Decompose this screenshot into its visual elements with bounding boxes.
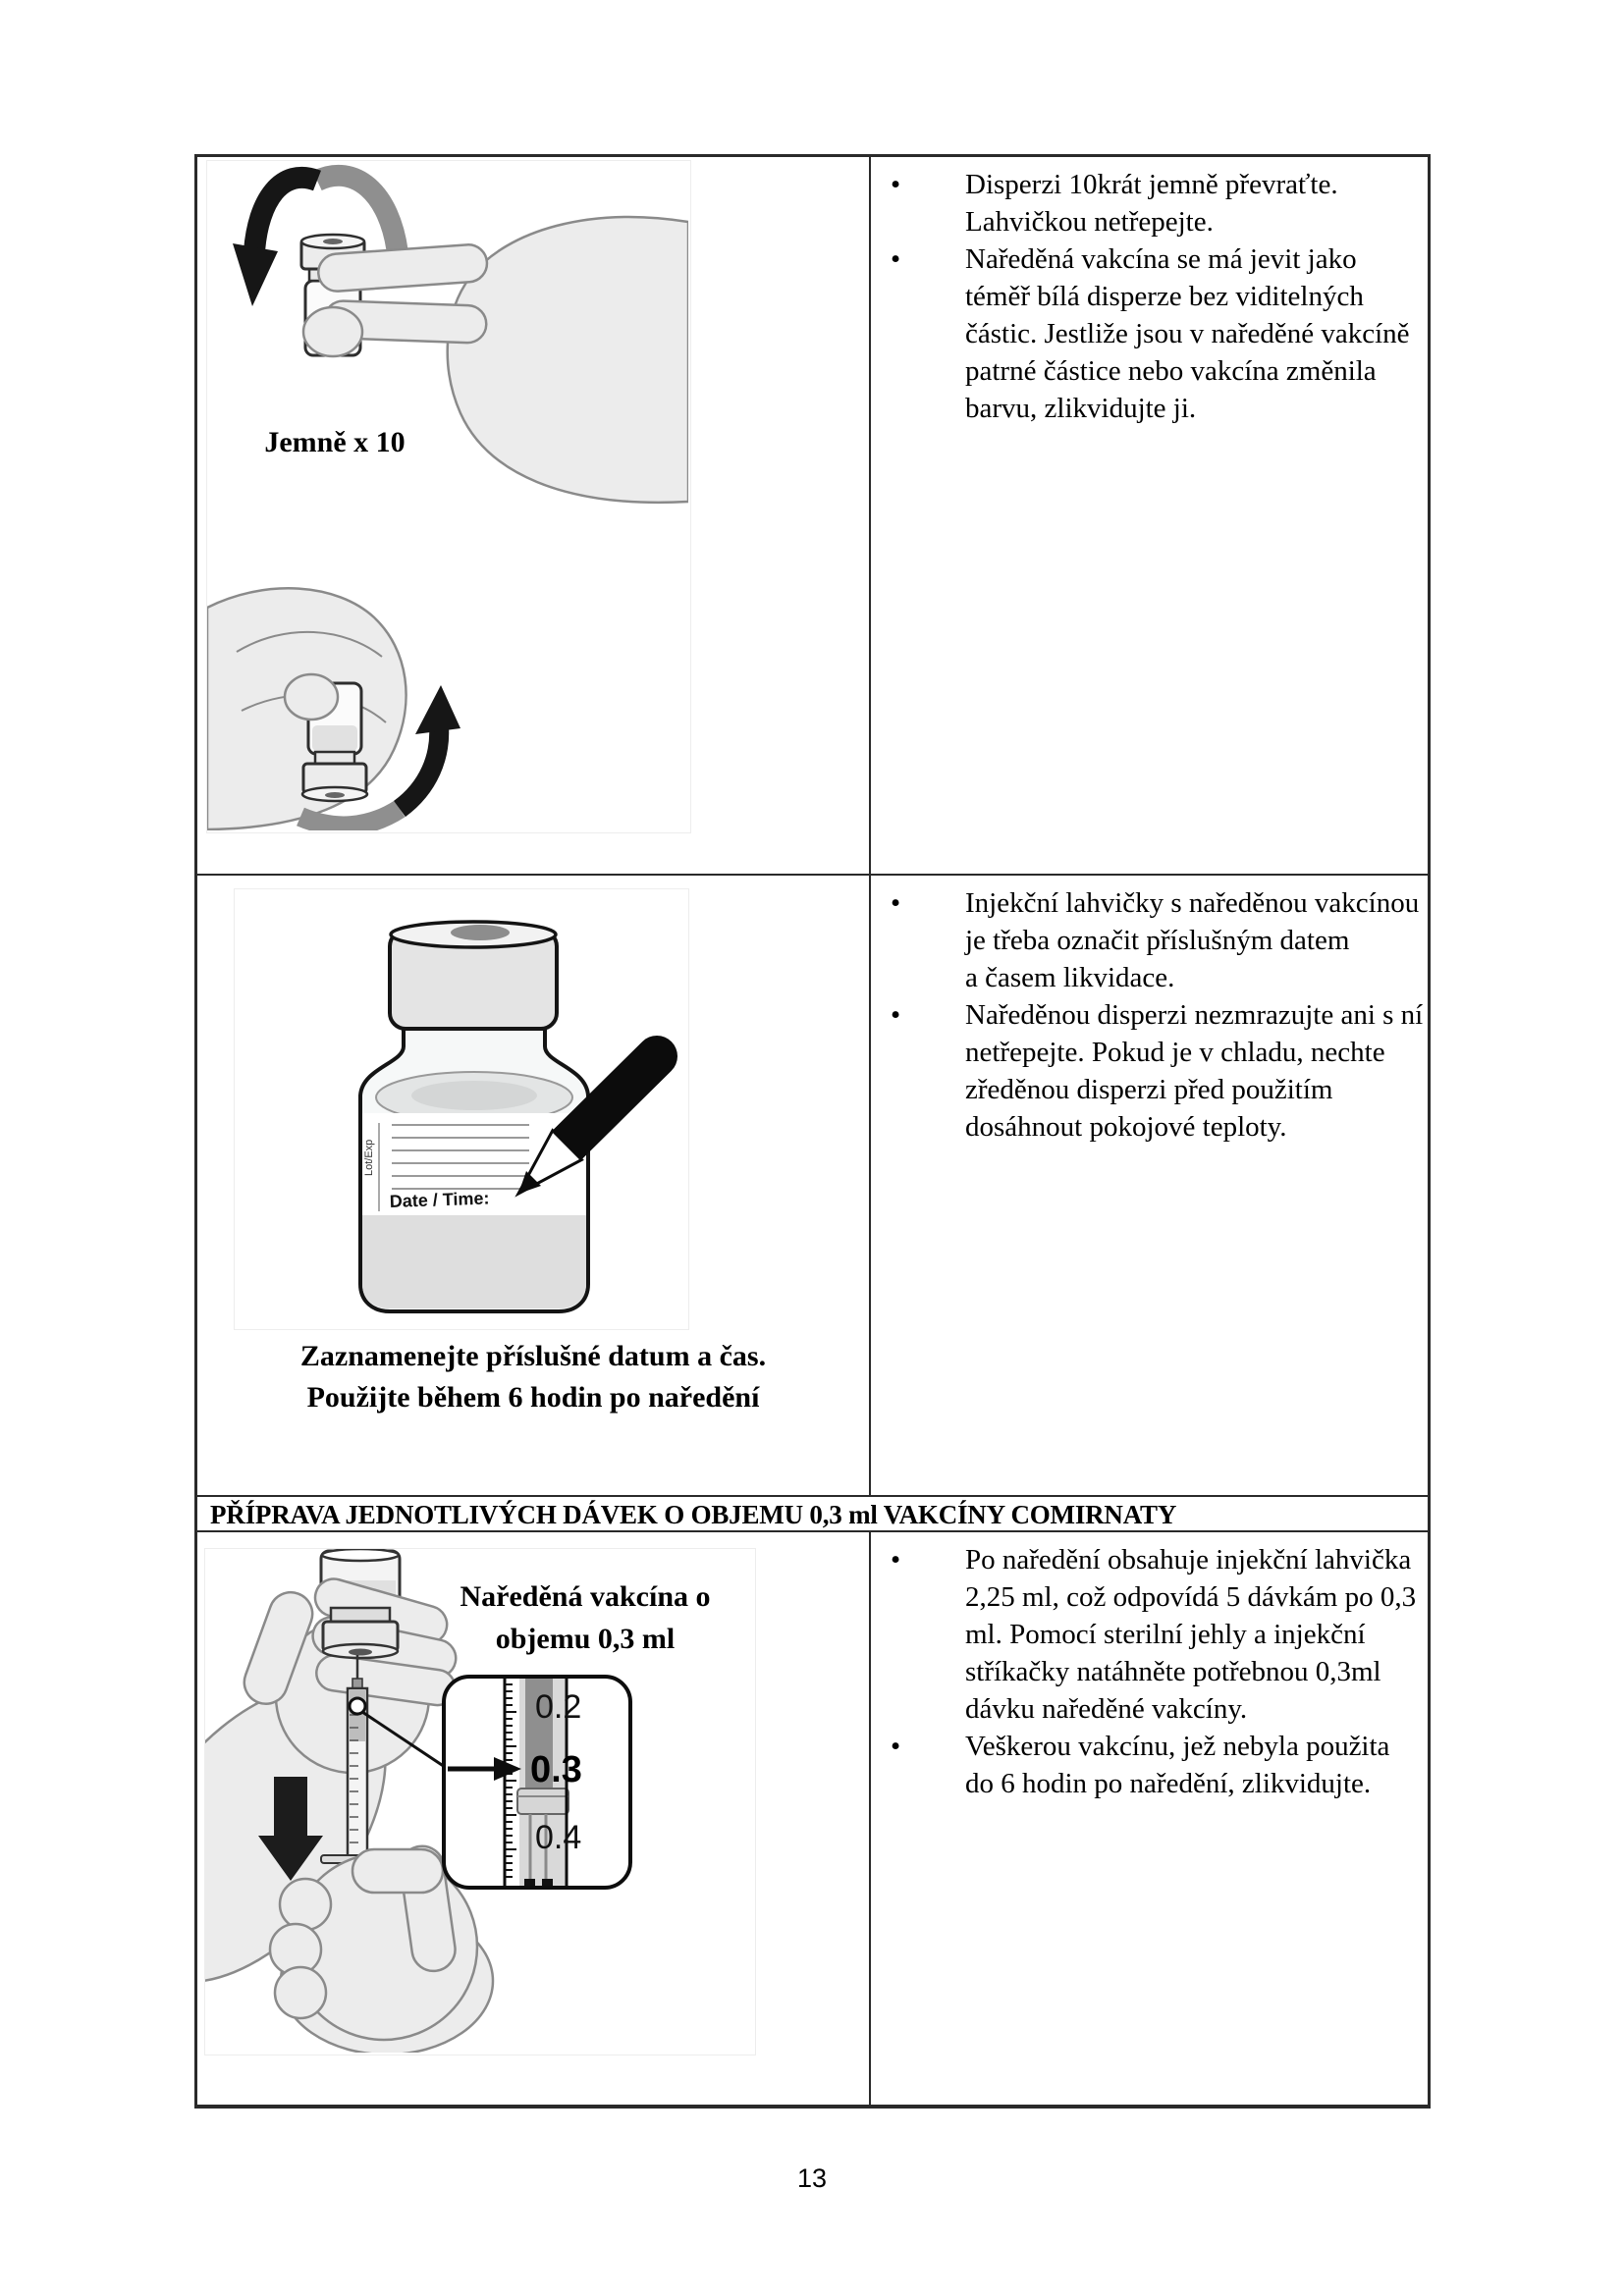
- syringe-svg: 0.2 0.3 0.4: [205, 1549, 632, 2053]
- page-number: 13: [796, 2163, 828, 2193]
- caption-line: objemu 0,3 ml: [495, 1623, 676, 1655]
- bullet-icon: •: [891, 999, 901, 1031]
- caption-line: Použijte během 6 hodin po naředění: [306, 1381, 760, 1414]
- hand-icon: [446, 215, 688, 505]
- scale-mark-02: 0.2: [535, 1688, 581, 1726]
- down-arrow-icon: [258, 1777, 323, 1881]
- section-header-row: PŘÍPRAVA JEDNOTLIVÝCH DÁVEK O OBJEMU 0,3…: [197, 1495, 1428, 1532]
- vial-cap-icon: [321, 1606, 400, 1660]
- section-header-title: PŘÍPRAVA JEDNOTLIVÝCH DÁVEK O OBJEMU 0,3…: [210, 1500, 1177, 1529]
- bullet-icon: •: [891, 1544, 901, 1575]
- syringe-zoom-callout: 0.2 0.3 0.4: [348, 1675, 632, 1890]
- vial-pencil-svg: Lot/Exp Date / Time:: [358, 920, 677, 1313]
- bullet-list: • Po naředění obsahuje injekční lahvička…: [871, 1541, 1424, 1802]
- table-row-label: Lot/Exp Date / Time: Zaznamenejte příslu…: [197, 874, 1428, 1495]
- bullet-text: Naředěnou disperzi nezmrazujte ani s ní …: [965, 999, 1424, 1143]
- illustration-cell-invert: Jemně x 10: [197, 157, 871, 874]
- vial-label-title: Date / Time:: [389, 1188, 489, 1211]
- vial-side-text: Lot/Exp: [363, 1140, 375, 1176]
- list-item: • Disperzi 10krát jemně převraťte. Lahvi…: [871, 166, 1424, 240]
- invert-vial-svg: [207, 165, 688, 830]
- caption-line: Zaznamenejte příslušné datum a čas.: [299, 1340, 767, 1372]
- scale-mark-04: 0.4: [535, 1819, 581, 1856]
- bullet-list: • Disperzi 10krát jemně převraťte. Lahvi…: [871, 166, 1424, 427]
- bullet-icon: •: [891, 243, 901, 275]
- bullet-text: Naředěná vakcína se má jevit jako téměř …: [965, 243, 1410, 424]
- illustration-cell-dose: 0.2 0.3 0.4 Naředěná vakcína o objemu 0,…: [197, 1532, 871, 2105]
- bullet-icon: •: [891, 169, 901, 200]
- fingers-icon: [301, 243, 489, 358]
- illustration-caption: Jemně x 10: [264, 426, 406, 458]
- bullet-text: Veškerou vakcínu, jež nebyla použita do …: [965, 1731, 1390, 1799]
- bullet-icon: •: [891, 887, 901, 919]
- syringe-illustration: 0.2 0.3 0.4: [204, 1548, 756, 2056]
- caption-line: Naředěná vakcína o: [460, 1580, 711, 1613]
- bullet-list: • Injekční lahvičky s naředěnou vakcínou…: [871, 884, 1424, 1146]
- bullet-text: Disperzi 10krát jemně převraťte. Lahvičk…: [965, 169, 1338, 238]
- list-item: • Naředěná vakcína se má jevit jako témě…: [871, 240, 1424, 427]
- flip-arrow-icon: [233, 165, 408, 306]
- bullet-icon: •: [891, 1731, 901, 1762]
- illustration-cell-label: Lot/Exp Date / Time: Zaznamenejte příslu…: [197, 876, 871, 1495]
- pencil-icon: [514, 1036, 677, 1198]
- text-cell-label: • Injekční lahvičky s naředěnou vakcínou…: [871, 876, 1428, 1495]
- illustration-caption: Naředěná vakcína o objemu 0,3 ml: [399, 1575, 772, 1660]
- table-row-dose: 0.2 0.3 0.4 Naředěná vakcína o objemu 0,…: [197, 1532, 1428, 2105]
- list-item: • Naředěnou disperzi nezmrazujte ani s n…: [871, 996, 1424, 1146]
- vial-pencil-illustration: Lot/Exp Date / Time:: [234, 888, 689, 1330]
- bullet-text: Po naředění obsahuje injekční lahvička 2…: [965, 1544, 1417, 1725]
- list-item: • Veškerou vakcínu, jež nebyla použita d…: [871, 1728, 1424, 1802]
- invert-vial-illustration: Jemně x 10: [206, 160, 691, 833]
- list-item: • Po naředění obsahuje injekční lahvička…: [871, 1541, 1424, 1728]
- scale-mark-03: 0.3: [530, 1749, 582, 1790]
- flip-arrow-icon: [297, 685, 460, 830]
- table-row-invert: Jemně x 10 • Disperzi 10krát jemně převr…: [197, 157, 1428, 874]
- text-cell-invert: • Disperzi 10krát jemně převraťte. Lahvi…: [871, 157, 1428, 874]
- bullet-text: Injekční lahvičky s naředěnou vakcínou j…: [965, 887, 1420, 993]
- hand-icon: [268, 1844, 495, 2053]
- text-cell-dose: • Po naředění obsahuje injekční lahvička…: [871, 1532, 1428, 2105]
- arrow-right-icon: [494, 1757, 521, 1781]
- inverted-vial-icon: [283, 672, 369, 803]
- instruction-table: Jemně x 10 • Disperzi 10krát jemně převr…: [194, 154, 1431, 2109]
- list-item: • Injekční lahvičky s naředěnou vakcínou…: [871, 884, 1424, 996]
- illustration-caption: Zaznamenejte příslušné datum a čas. Použ…: [197, 1336, 869, 1418]
